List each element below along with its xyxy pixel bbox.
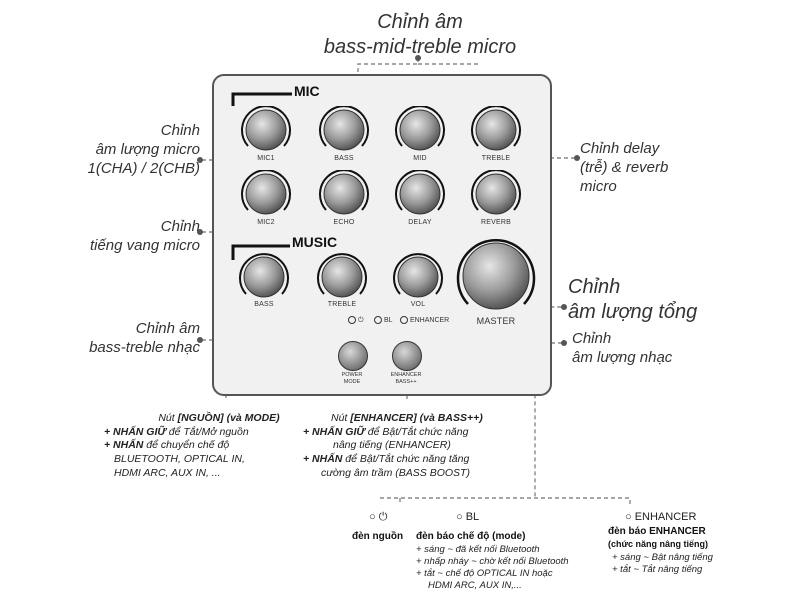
legend-bl-title: đèn báo chế độ (mode)	[416, 531, 526, 542]
callout-line: Chỉnh	[160, 218, 200, 235]
callout-line: âm lượng nhạc	[572, 348, 673, 366]
power-mode-label: POWER MODE	[327, 372, 377, 385]
callout-line: Chỉnh	[572, 330, 612, 347]
legend-bl-led-symbol: ○ BL	[456, 511, 480, 523]
mic-section-bracket	[231, 92, 292, 106]
mid-knob[interactable]	[392, 105, 448, 161]
callout-line: (trễ) & reverb	[580, 158, 669, 176]
enhancer-bass-button[interactable]	[392, 341, 422, 371]
callout-line: bass-treble nhạc	[89, 338, 200, 356]
button-label-line: MODE	[343, 378, 361, 385]
desc-line: + NHẤN để Bật/Tắt chức năng tăng	[303, 452, 470, 465]
callout-line: âm lượng tổng	[568, 301, 698, 323]
callout-line: Chỉnh delay	[580, 140, 660, 157]
legend-enhancer-led-symbol: ○ ENHANCER	[625, 511, 697, 523]
legend-line: + tắt ~ chế độ OPTICAL IN hoặc	[416, 567, 553, 579]
bass-mic-knob[interactable]	[316, 105, 372, 161]
callout-echo: Chỉnh tiếng vang micro	[30, 218, 200, 256]
led-dot	[374, 316, 382, 324]
desc-line: + NHẤN GIỮ để Tắt/Mở nguồn	[104, 425, 249, 438]
led-dot	[400, 316, 408, 324]
music-vol-knob[interactable]	[390, 252, 446, 309]
legend-enhancer-body: + sáng ~ Bật nâng tiếng + tắt ~ Tắt nâng…	[612, 552, 772, 576]
power-button-description: Nút [NGUỒN] (và MODE) + NHẤN GIỮ để Tắt/…	[104, 412, 304, 480]
music-bass-label: BASS	[254, 301, 274, 308]
led-power-indicator: ⏻	[348, 316, 364, 325]
mic-section-title: MIC	[294, 83, 320, 99]
master-label: MASTER	[476, 316, 516, 326]
echo-knob[interactable]	[316, 169, 372, 225]
callout-line: Chỉnh âm	[135, 320, 200, 337]
callout-line: âm lượng micro	[95, 140, 200, 158]
desc-line: + NHẤN GIỮ để Bật/Tắt chức năng	[303, 425, 469, 438]
legend-line: HDMI ARC, AUX IN,...	[428, 579, 522, 591]
enhancer-button-description: Nút [ENHANCER] (và BASS++) + NHẤN GIỮ để…	[303, 412, 543, 480]
callout-line: Chỉnh	[160, 122, 200, 139]
power-mode-button[interactable]	[338, 341, 368, 371]
legend-power-led-symbol: ○ ⏻	[369, 511, 388, 523]
treble-mic-knob[interactable]	[468, 105, 524, 161]
music-treble-label: TREBLE	[327, 301, 357, 308]
desc-line: BLUETOOTH, OPTICAL IN,	[114, 452, 245, 465]
callout-line: Chỉnh âm	[377, 11, 463, 33]
echo-label: ECHO	[333, 219, 355, 226]
music-vol-label: VOL	[410, 301, 426, 308]
callout-music-bass-treble: Chỉnh âm bass-treble nhạc	[30, 320, 200, 358]
legend-line: + nhấp nháy ~ chờ kết nối Bluetooth	[416, 555, 569, 567]
music-bass-knob[interactable]	[236, 252, 292, 309]
desc-line: nâng tiếng (ENHANCER)	[333, 439, 451, 452]
mic1-label: MIC1	[257, 155, 275, 162]
reverb-knob[interactable]	[468, 169, 524, 225]
mic2-knob[interactable]	[238, 169, 294, 225]
desc-line: HDMI ARC, AUX IN, ...	[114, 466, 221, 479]
mic1-knob[interactable]	[238, 105, 294, 161]
callout-master-volume: Chỉnh âm lượng tổng	[568, 275, 728, 325]
button-label-line: ENHANCER	[390, 372, 422, 378]
enhancer-bass-label: ENHANCER BASS++	[381, 372, 431, 385]
callout-line: micro	[580, 177, 617, 195]
reverb-label: REVERB	[481, 219, 511, 226]
music-section-bracket	[231, 244, 290, 260]
led-enhancer-indicator: ENHANCER	[400, 316, 449, 324]
legend-enhancer-subtitle: (chức năng nâng tiếng)	[608, 539, 709, 549]
legend-line: + sáng ~ Bật nâng tiếng	[612, 552, 713, 563]
callout-line: tiếng vang micro	[89, 236, 200, 254]
button-label-line: POWER	[341, 372, 363, 378]
callout-line: 1(CHA) / 2(CHB)	[87, 159, 200, 177]
callout-delay-reverb: Chỉnh delay (trễ) & reverb micro	[580, 140, 720, 196]
callout-line: Chỉnh	[568, 276, 621, 298]
desc-line: cường âm trầm (BASS BOOST)	[321, 466, 470, 479]
music-treble-knob[interactable]	[314, 252, 370, 309]
led-bl-label: BL	[383, 316, 393, 324]
mid-label: MID	[413, 155, 427, 162]
desc-line: + NHẤN để chuyển chế độ	[104, 439, 230, 452]
led-dot	[348, 316, 356, 324]
delay-knob[interactable]	[392, 169, 448, 225]
callout-line: bass-mid-treble micro	[323, 36, 517, 58]
led-enhancer-label: ENHANCER	[409, 316, 450, 324]
master-knob[interactable]	[454, 236, 538, 321]
desc-heading: Nút [ENHANCER] (và BASS++)	[331, 412, 483, 424]
legend-power-title: đèn nguồn	[352, 531, 404, 542]
power-icon: ⏻	[357, 316, 364, 324]
callout-bass-mid-treble-mic: Chỉnh âm bass-mid-treble micro	[310, 10, 530, 60]
delay-label: DELAY	[408, 219, 432, 226]
button-label-line: BASS++	[395, 378, 417, 385]
led-bl-indicator: BL	[374, 316, 393, 324]
bass-mic-label: BASS	[334, 155, 354, 162]
legend-line: + tắt ~ Tắt nâng tiếng	[612, 563, 703, 575]
desc-heading: Nút [NGUỒN] (và MODE)	[158, 412, 280, 424]
callout-music-volume: Chỉnh âm lượng nhạc	[572, 330, 732, 368]
legend-line: + sáng ~ đã kết nối Bluetooth	[416, 544, 540, 555]
legend-enhancer-title: đèn báo ENHANCER	[608, 526, 706, 537]
callout-mic-volume: Chỉnh âm lượng micro 1(CHA) / 2(CHB)	[30, 122, 200, 178]
treble-mic-label: TREBLE	[481, 155, 511, 162]
legend-bl-body: + sáng ~ đã kết nối Bluetooth + nhấp nhá…	[416, 544, 596, 592]
mic2-label: MIC2	[257, 219, 275, 226]
music-section-title: MUSIC	[292, 234, 338, 250]
